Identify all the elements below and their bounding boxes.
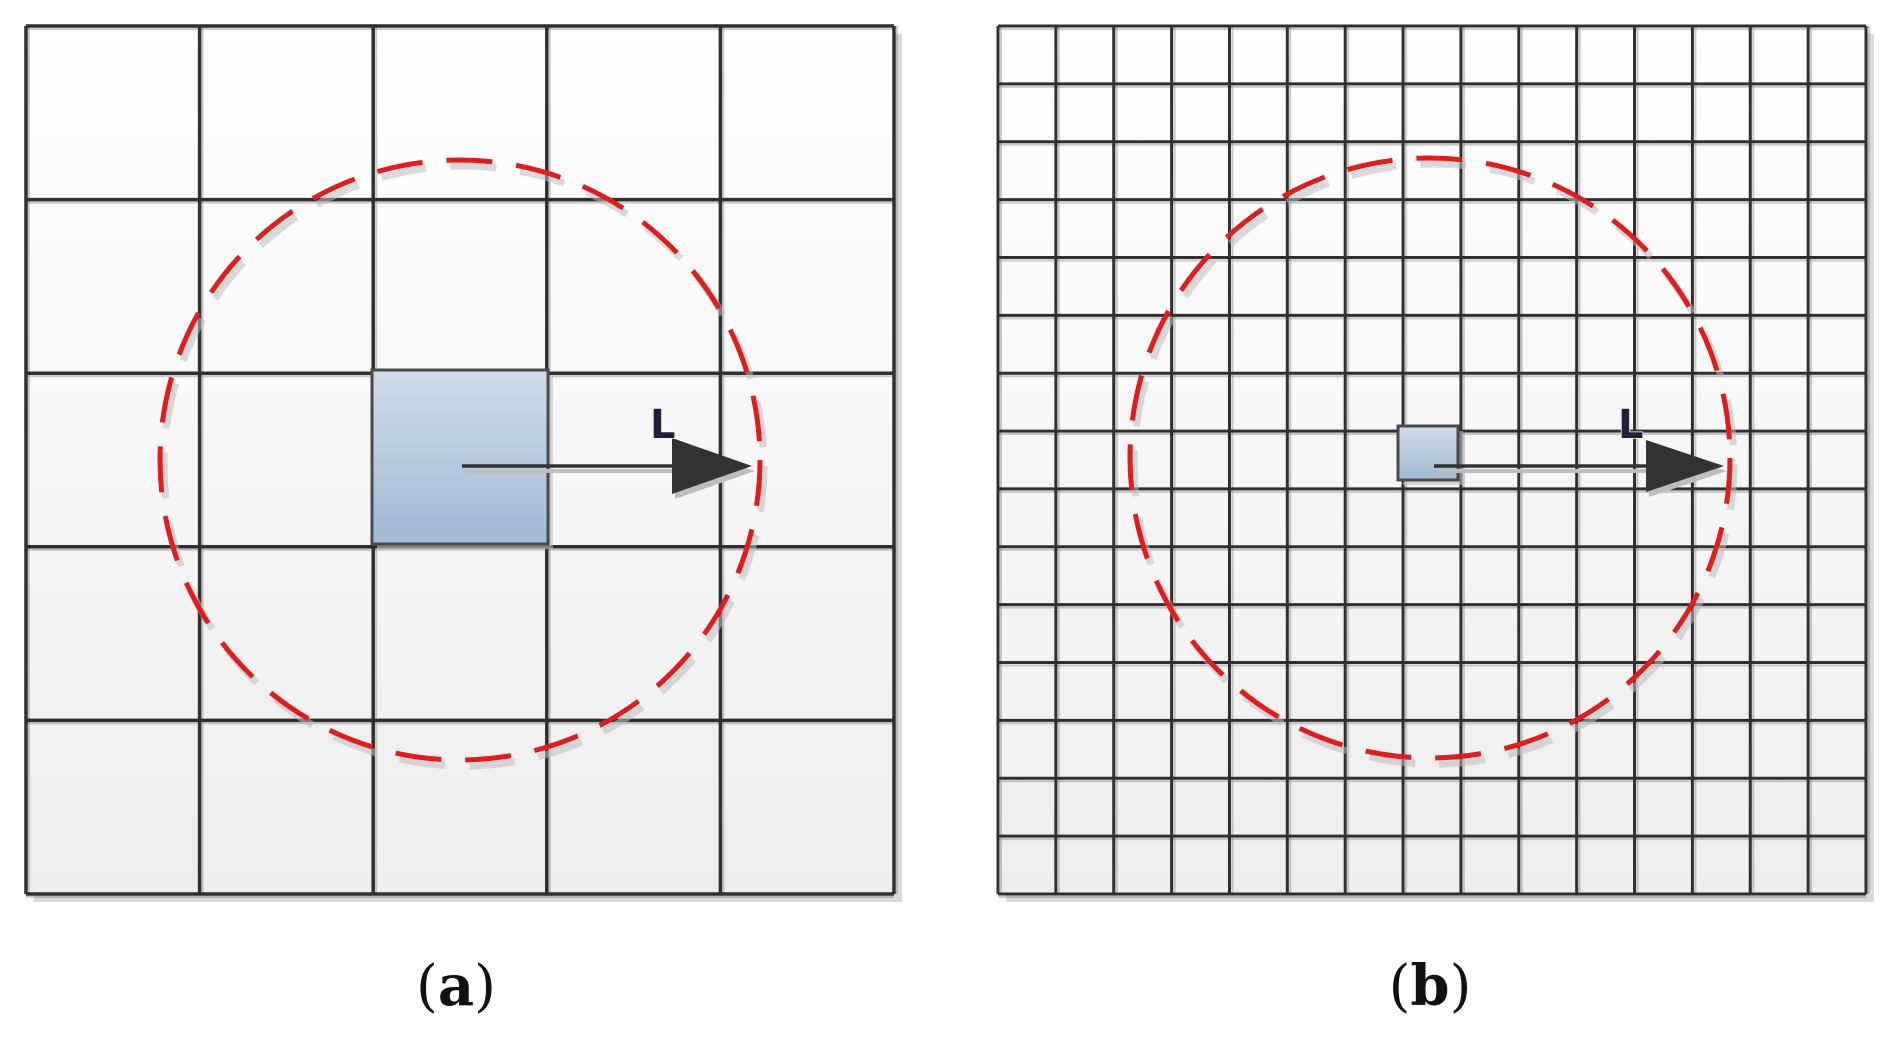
grid-lines [996, 24, 1870, 898]
search-radius-circle-shadow [160, 162, 768, 770]
search-radius-circle-shadow [1130, 160, 1738, 768]
caption-b: (b) [1330, 958, 1530, 1015]
caption-a-letter: a [437, 953, 475, 1019]
search-radius-circle [1127, 155, 1733, 761]
caption-a-close: ) [474, 954, 496, 1019]
radius-arrow-head [1646, 440, 1724, 492]
center-cell [370, 368, 550, 546]
panel-a: L [24, 24, 902, 902]
caption-b-close: ) [1449, 954, 1472, 1019]
caption-b-letter: b [1410, 953, 1450, 1019]
caption-a-open: ( [415, 954, 438, 1019]
radius-arrow-head [672, 438, 752, 494]
caption-a: (a) [356, 958, 556, 1015]
caption-b-open: ( [1388, 954, 1411, 1019]
radius-label: L [1618, 402, 1644, 448]
panel-b: L [996, 24, 1874, 902]
radius-label: L [650, 402, 676, 448]
center-cell [1396, 424, 1460, 482]
search-radius-circle [157, 157, 763, 763]
